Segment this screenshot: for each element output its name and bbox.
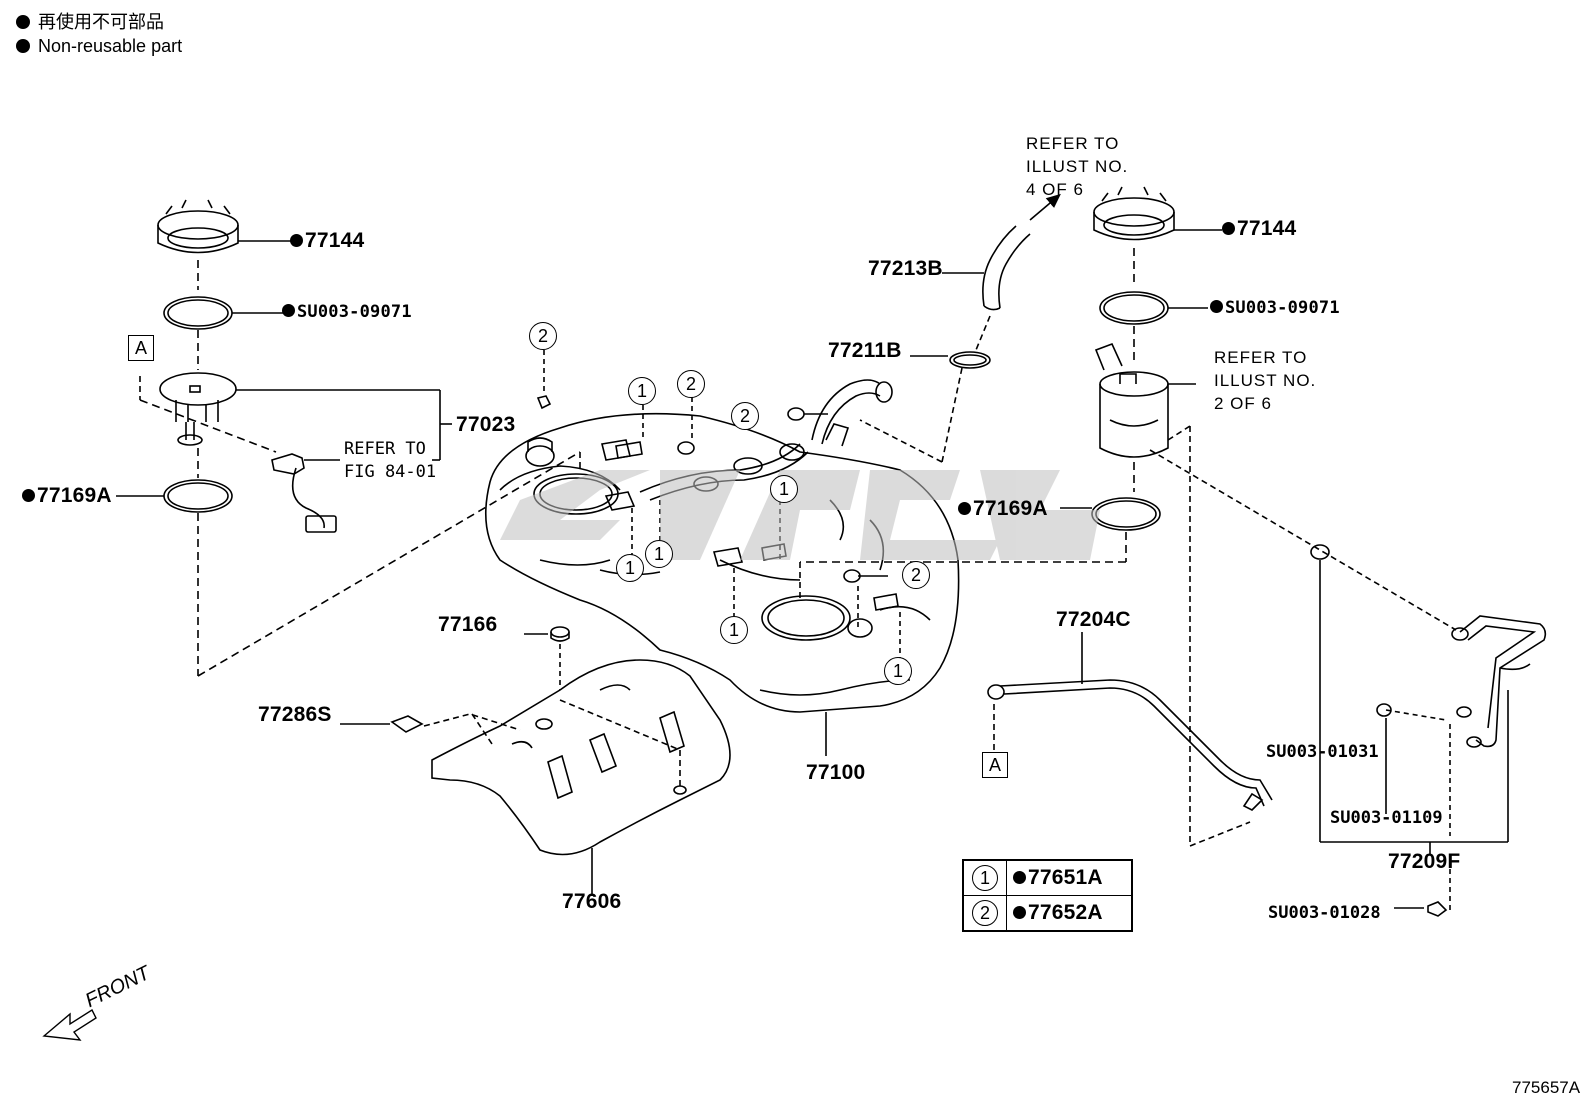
part-77144-right[interactable]: 77144 — [1222, 217, 1296, 241]
bullet-icon — [16, 15, 30, 29]
refer-fig-84-01[interactable]: REFER TO FIG 84-01 — [344, 439, 437, 482]
callout-key-table: 1 77651A 2 77652A — [962, 859, 1133, 932]
part-77213b[interactable]: 77213B — [868, 257, 943, 280]
illustration-code: 775657A — [1512, 1078, 1581, 1097]
part-77606[interactable]: 77606 — [562, 890, 622, 913]
lock-ring-left — [157, 199, 239, 254]
callout-1: 1 — [628, 377, 656, 405]
callout-2: 2 — [731, 402, 759, 430]
key-row: 2 77652A — [962, 895, 1133, 932]
callout-2: 2 — [529, 322, 557, 350]
callout-2: 2 — [677, 370, 705, 398]
key-callout-1: 1 — [972, 865, 998, 891]
legend-en: Non-reusable part — [16, 35, 182, 57]
fuel-pump-module — [1094, 342, 1169, 458]
key-part-77652a[interactable]: 77652A — [1013, 901, 1103, 924]
part-su003-01031[interactable]: SU003-01031 — [1266, 742, 1379, 762]
bullet-icon — [16, 39, 30, 53]
callout-2: 2 — [902, 561, 930, 589]
part-su003-09071-left[interactable]: SU003-09071 — [282, 302, 412, 322]
part-77169a-right[interactable]: 77169A — [958, 497, 1048, 521]
lock-ring-right — [1093, 186, 1175, 241]
part-77169a-left[interactable]: 77169A — [22, 484, 112, 508]
refer-illust-4-of-6[interactable]: REFER TO ILLUST NO. 4 OF 6 — [1026, 134, 1129, 199]
heat-insulator — [431, 659, 731, 856]
key-part-77651a[interactable]: 77651A — [1013, 866, 1103, 889]
callout-1: 1 — [616, 554, 644, 582]
part-77286s[interactable]: 77286S — [258, 703, 332, 726]
part-77100[interactable]: 77100 — [806, 761, 866, 784]
key-row: 1 77651A — [962, 859, 1133, 896]
ref-box-a-left: A — [128, 335, 154, 361]
part-su003-01109[interactable]: SU003-01109 — [1330, 808, 1443, 828]
part-77023[interactable]: 77023 — [456, 413, 516, 436]
part-su003-09071-right[interactable]: SU003-09071 — [1210, 298, 1340, 318]
callout-1: 1 — [720, 616, 748, 644]
part-77144-left[interactable]: 77144 — [290, 229, 364, 253]
key-callout-2: 2 — [972, 900, 998, 926]
part-77166[interactable]: 77166 — [438, 613, 498, 636]
part-su003-01028[interactable]: SU003-01028 — [1268, 903, 1381, 923]
callout-1: 1 — [884, 657, 912, 685]
refer-illust-2-of-6[interactable]: REFER TO ILLUST NO. 2 OF 6 — [1214, 348, 1317, 413]
callout-1: 1 — [770, 475, 798, 503]
ref-box-a-right: A — [982, 752, 1008, 778]
legend-jp: 再使用不可部品 — [16, 11, 164, 33]
part-77209f[interactable]: 77209F — [1388, 850, 1461, 873]
callout-1: 1 — [645, 540, 673, 568]
part-77204c[interactable]: 77204C — [1056, 608, 1131, 631]
part-77211b[interactable]: 77211B — [828, 339, 902, 362]
